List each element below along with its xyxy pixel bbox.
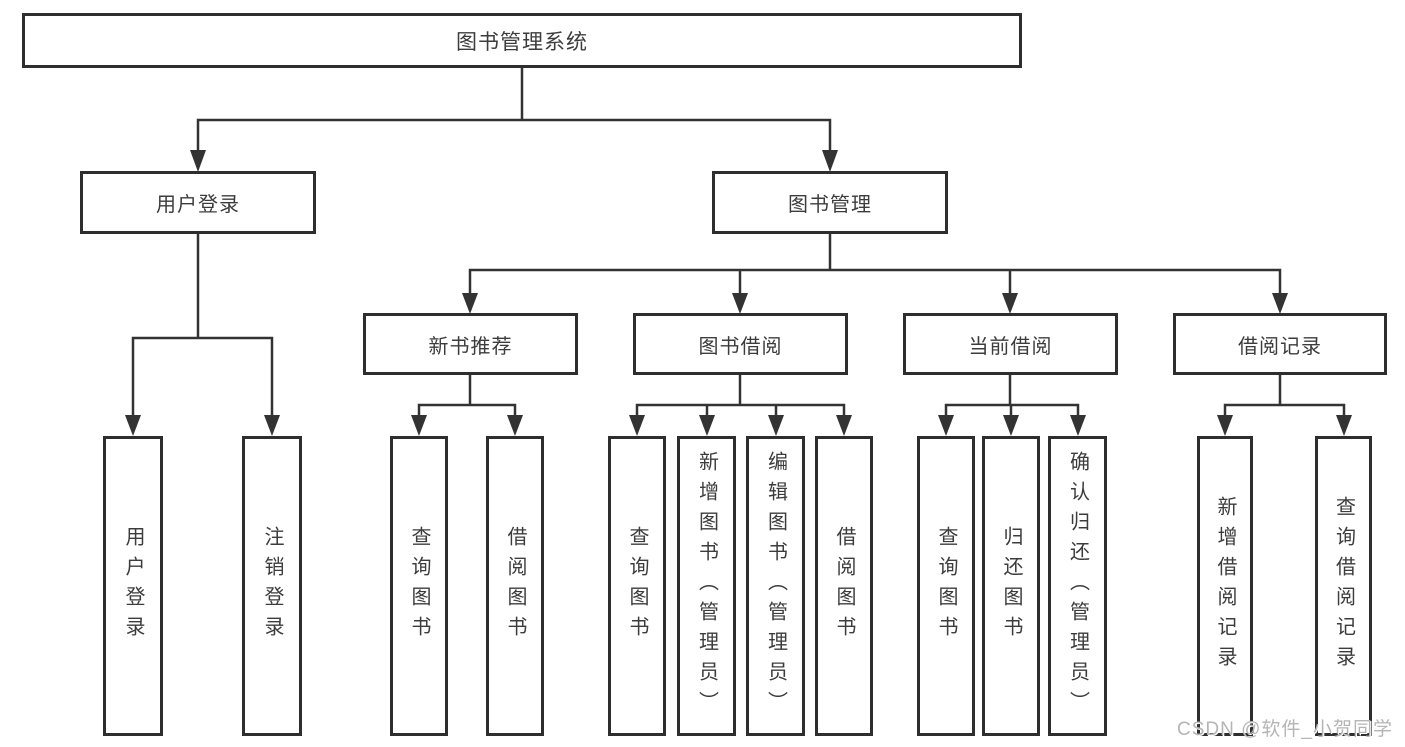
node-new-book-recommend: 新书推荐 xyxy=(363,313,578,375)
node-user-login: 用户登录 xyxy=(80,171,316,234)
leaf-label: 查询图书 xyxy=(626,526,648,646)
connector-bookmanage-to-level3 xyxy=(462,234,1288,314)
leaf-label: 用户登录 xyxy=(122,526,144,646)
leaf-label: 查询图书 xyxy=(935,526,957,646)
leaf-return-books: 归还图书 xyxy=(982,436,1040,736)
leaf-label: 归还图书 xyxy=(1000,526,1022,646)
node-book-borrow: 图书借阅 xyxy=(633,313,848,375)
node-current-borrow: 当前借阅 xyxy=(903,313,1118,375)
arrow-down-icon xyxy=(732,293,748,314)
arrow-down-icon xyxy=(507,415,523,436)
arrow-down-icon xyxy=(1336,415,1352,436)
leaf-borrow-books-newrec: 借阅图书 xyxy=(486,436,544,736)
node-book-management: 图书管理 xyxy=(712,171,948,234)
leaf-label: 借阅图书 xyxy=(504,526,526,646)
leaf-label: 新增借阅记录 xyxy=(1214,496,1236,676)
node-borrow-records: 借阅记录 xyxy=(1173,313,1387,375)
arrow-down-icon xyxy=(629,415,645,436)
arrow-down-icon xyxy=(1002,293,1018,314)
arrow-down-icon xyxy=(411,415,427,436)
connector-root-to-level2 xyxy=(190,68,838,172)
arrow-down-icon xyxy=(1070,415,1086,436)
arrow-down-icon xyxy=(190,150,206,172)
arrow-down-icon xyxy=(938,415,954,436)
arrow-down-icon xyxy=(1272,293,1288,314)
connector-userlogin-to-leaves xyxy=(125,234,280,436)
leaf-query-books-newrec: 查询图书 xyxy=(390,436,448,736)
node-root: 图书管理系统 xyxy=(22,13,1022,68)
leaf-query-books-borrow: 查询图书 xyxy=(608,436,666,736)
watermark: CSDN @软件_小贺同学 xyxy=(1177,719,1393,740)
leaf-query-books-current: 查询图书 xyxy=(917,436,975,736)
leaf-user-login: 用户登录 xyxy=(103,436,163,736)
leaf-label: 查询图书 xyxy=(408,526,430,646)
leaf-label: 注销登录 xyxy=(261,526,283,646)
leaf-label: 借阅图书 xyxy=(833,526,855,646)
leaf-confirm-return-admin: 确认归还（管理员） xyxy=(1048,436,1107,736)
connector-bookborrow-to-leaves xyxy=(629,375,852,436)
connector-currentborrow-to-leaves xyxy=(938,375,1086,436)
leaf-label: 确认归还（管理员） xyxy=(1066,451,1089,721)
arrow-down-icon xyxy=(1003,415,1019,436)
leaf-add-borrow-record: 新增借阅记录 xyxy=(1197,436,1253,736)
leaf-label: 编辑图书（管理员） xyxy=(764,451,787,721)
leaf-logout: 注销登录 xyxy=(242,436,302,736)
arrow-down-icon xyxy=(1217,415,1233,436)
arrow-down-icon xyxy=(125,415,141,436)
arrow-down-icon xyxy=(822,150,838,172)
arrow-down-icon xyxy=(264,415,280,436)
arrow-down-icon xyxy=(699,415,715,436)
leaf-label: 查询借阅记录 xyxy=(1332,496,1355,676)
arrow-down-icon xyxy=(768,415,784,436)
leaf-add-books-admin: 新增图书（管理员） xyxy=(677,436,736,736)
connector-borrowrecord-to-leaves xyxy=(1217,375,1352,436)
arrow-down-icon xyxy=(462,293,478,314)
leaf-query-borrow-record: 查询借阅记录 xyxy=(1315,436,1372,736)
arrow-down-icon xyxy=(836,415,852,436)
leaf-borrow-books: 借阅图书 xyxy=(815,436,873,736)
connector-newbook-to-leaves xyxy=(411,375,523,436)
leaf-edit-books-admin: 编辑图书（管理员） xyxy=(746,436,805,736)
leaf-label: 新增图书（管理员） xyxy=(695,451,718,721)
